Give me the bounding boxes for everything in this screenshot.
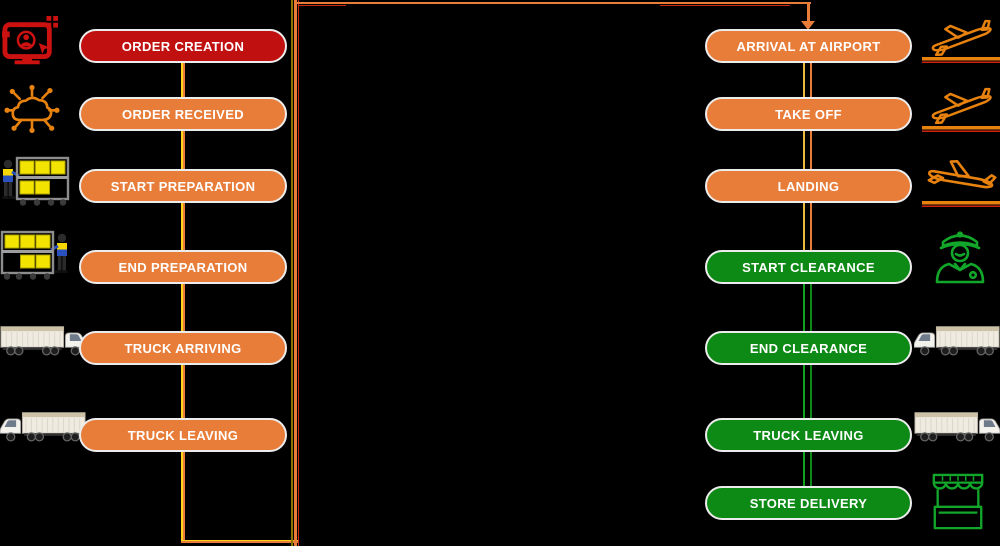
- cloud-network-icon: [4, 84, 60, 140]
- top-connector-red-segment-left: [298, 4, 346, 6]
- loop-line-red: [297, 0, 299, 546]
- bottom-connector-line: [181, 540, 299, 543]
- step-label: ARRIVAL AT AIRPORT: [736, 38, 881, 54]
- step-label: END CLEARANCE: [749, 340, 868, 356]
- runway-line: [922, 126, 1000, 132]
- plane-takeoff-icon: [922, 18, 1000, 57]
- step-pill-order-received: ORDER RECEIVED: [79, 97, 287, 131]
- step-label: STORE DELIVERY: [749, 495, 868, 511]
- step-pill-store-delivery: STORE DELIVERY: [705, 486, 912, 520]
- plane-landing-icon: [922, 156, 1000, 198]
- step-pill-truck-leaving-dest: TRUCK LEAVING: [705, 418, 912, 452]
- step-pill-end-preparation: END PREPARATION: [79, 250, 287, 284]
- step-pill-landing: LANDING: [705, 169, 912, 203]
- store-icon: [928, 472, 988, 532]
- runway-line: [922, 57, 1000, 63]
- order-computer-icon: [2, 16, 60, 72]
- loop-line-dark-yellow: [291, 0, 293, 546]
- runway-line: [922, 201, 1000, 207]
- step-label: TRUCK LEAVING: [753, 427, 864, 443]
- truck-facing-right-icon: [0, 320, 87, 364]
- arrow-stem-line: [807, 2, 810, 22]
- worker-with-cart-icon: [0, 156, 70, 208]
- step-pill-start-clearance: START CLEARANCE: [705, 250, 912, 284]
- step-pill-truck-leaving: TRUCK LEAVING: [79, 418, 287, 452]
- customs-officer-icon: [928, 222, 992, 286]
- step-label: ORDER RECEIVED: [122, 106, 244, 122]
- left-column-spine-line: [181, 46, 185, 543]
- step-pill-take-off: TAKE OFF: [705, 97, 912, 131]
- truck-facing-left-icon: [0, 406, 86, 450]
- step-label: TRUCK LEAVING: [127, 427, 239, 443]
- step-pill-end-clearance: END CLEARANCE: [705, 331, 912, 365]
- step-label: TAKE OFF: [775, 106, 842, 122]
- top-connector-red-segment-right: [660, 4, 790, 6]
- step-label: END PREPARATION: [118, 259, 248, 275]
- top-connector-line: [294, 1, 811, 4]
- step-pill-truck-arriving: TRUCK ARRIVING: [79, 331, 287, 365]
- step-label: TRUCK ARRIVING: [124, 340, 242, 356]
- step-label: START PREPARATION: [110, 178, 256, 194]
- right-column-spine-green: [803, 251, 812, 503]
- truck-facing-right-icon: [914, 406, 1000, 450]
- step-label: LANDING: [777, 178, 840, 194]
- loop-line-orange: [294, 0, 297, 546]
- step-pill-arrival-at-airport: ARRIVAL AT AIRPORT: [705, 29, 912, 63]
- step-label: START CLEARANCE: [742, 259, 875, 275]
- step-label: ORDER CREATION: [121, 38, 245, 54]
- step-pill-start-preparation: START PREPARATION: [79, 169, 287, 203]
- truck-facing-left-icon: [913, 320, 1000, 364]
- right-column-spine-orange: [803, 46, 812, 251]
- plane-takeoff-icon: [922, 86, 1000, 125]
- down-arrow-icon: [801, 21, 815, 30]
- step-pill-order-creation: ORDER CREATION: [79, 29, 287, 63]
- cart-with-worker-icon: [0, 230, 70, 282]
